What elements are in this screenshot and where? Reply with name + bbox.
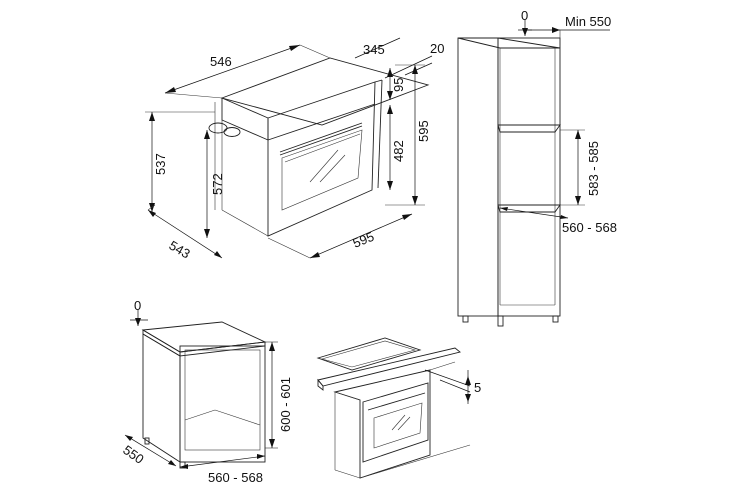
oven-niche-height-label: 572 — [210, 173, 225, 195]
oven-drawing — [208, 57, 430, 237]
oven-front-height-label: 595 — [416, 120, 431, 142]
base-rear-gap-label: 0 — [134, 298, 141, 313]
base-width-label: 560 - 568 — [208, 470, 263, 485]
worktop-dimensions: 5 — [424, 369, 481, 404]
oven-depth-label: 345 — [363, 42, 385, 57]
oven-door-gap-label: 20 — [430, 41, 444, 56]
oven-body-height-label: 537 — [153, 153, 168, 175]
base-cabinet-dimensions: 0 600 - 601 550 560 - 568 — [120, 298, 293, 485]
oven-front-width-label: 595 — [351, 229, 377, 251]
worktop-gap-label: 5 — [474, 380, 481, 395]
base-cabinet-drawing — [141, 321, 267, 469]
column-min-depth-label: Min 550 — [565, 14, 611, 29]
worktop-installation-drawing — [316, 337, 471, 479]
oven-dimensions: 546 345 20 95 482 595 537 — [145, 37, 444, 262]
column-rear-gap-label: 0 — [521, 8, 528, 23]
oven-width-label: 546 — [210, 54, 232, 69]
oven-inner-height-label: 482 — [391, 140, 406, 162]
column-niche-width-label: 560 - 568 — [562, 220, 617, 235]
column-niche-height-label: 583 - 585 — [586, 141, 601, 196]
column-cabinet-dimensions: 0 Min 550 583 - 585 560 - 568 — [499, 8, 617, 235]
base-niche-height-label: 600 - 601 — [278, 377, 293, 432]
oven-panel-height-label: 95 — [391, 78, 406, 92]
column-cabinet-drawing — [457, 37, 561, 327]
oven-body-depth-label: 543 — [167, 238, 193, 262]
